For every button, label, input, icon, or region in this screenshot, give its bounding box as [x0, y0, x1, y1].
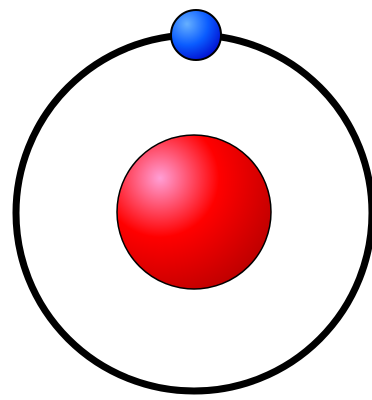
electron-sphere	[171, 10, 221, 60]
nucleus-sphere	[117, 135, 271, 289]
